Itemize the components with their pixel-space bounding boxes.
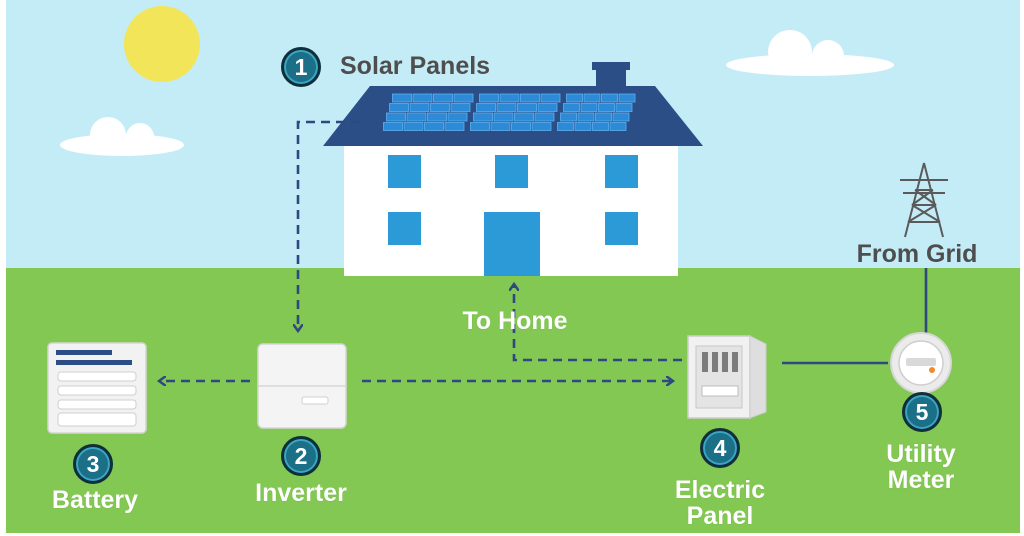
solar-cell: [383, 122, 403, 131]
to-home-label: To Home: [462, 307, 568, 335]
window: [388, 155, 421, 188]
solar-panel-icon: [383, 93, 636, 131]
solar-cell: [595, 112, 612, 122]
solar-cell: [560, 112, 577, 122]
battery-icon: [47, 342, 147, 434]
battery-label: Battery: [51, 486, 139, 514]
solar-cell: [514, 112, 534, 122]
window: [605, 155, 638, 188]
solar-cell: [447, 112, 468, 122]
solar-cell: [450, 103, 471, 112]
solar-cell: [412, 93, 433, 103]
solar-cell: [534, 112, 555, 122]
solar-cell: [531, 122, 552, 131]
transmission-tower-icon: [900, 162, 948, 238]
solar-panels-label: Solar Panels: [340, 52, 491, 80]
solar-cell: [612, 112, 630, 122]
cloud-icon: [60, 117, 184, 156]
step-3-badge: 3: [73, 444, 113, 484]
solar-cell: [618, 93, 636, 103]
solar-cell: [566, 93, 583, 103]
solar-cell: [406, 112, 427, 122]
solar-cell: [601, 93, 618, 103]
solar-cell: [389, 103, 409, 112]
cloud-icon: [726, 30, 894, 76]
solar-cell: [540, 93, 561, 103]
solar-cell: [424, 122, 444, 131]
solar-cell: [517, 103, 537, 112]
solar-cell: [453, 93, 474, 103]
solar-cell: [430, 103, 450, 112]
solar-cell: [577, 112, 595, 122]
solar-cell: [476, 103, 496, 112]
solar-cell: [592, 122, 609, 131]
window: [388, 212, 421, 245]
sun-icon: [124, 6, 200, 82]
utility-meter-label: Utility Meter: [886, 440, 956, 495]
solar-cell: [598, 103, 615, 112]
electric-panel-label: Electric Panel: [674, 476, 766, 531]
solar-cell: [557, 122, 574, 131]
step-5-badge: 5: [902, 392, 942, 432]
solar-cell: [615, 103, 633, 112]
solar-cell: [403, 122, 424, 131]
flow-panels-to-inverter: [298, 120, 360, 330]
solar-cell: [496, 103, 517, 112]
solar-cell: [444, 122, 465, 131]
solar-cell: [392, 93, 412, 103]
solar-cell: [563, 103, 580, 112]
solar-cell: [409, 103, 430, 112]
window: [605, 212, 638, 245]
solar-cell: [583, 93, 601, 103]
utility-meter-icon: [890, 332, 952, 394]
solar-cell: [433, 93, 453, 103]
step-1-badge: 1: [281, 47, 321, 87]
solar-cell: [520, 93, 540, 103]
front-door: [484, 212, 540, 276]
inverter-icon: [257, 343, 347, 429]
solar-cell: [490, 122, 511, 131]
solar-cell: [427, 112, 447, 122]
solar-cell: [473, 112, 493, 122]
solar-cell: [386, 112, 406, 122]
solar-cell: [574, 122, 592, 131]
flow-panel-to-home: [514, 285, 682, 362]
solar-cell: [511, 122, 531, 131]
solar-cell: [609, 122, 627, 131]
from-grid-label: From Grid: [856, 240, 978, 268]
step-4-badge: 4: [700, 428, 740, 468]
inverter-label: Inverter: [255, 479, 347, 507]
step-2-badge: 2: [281, 436, 321, 476]
window: [495, 155, 528, 188]
solar-cell: [470, 122, 490, 131]
solar-cell: [537, 103, 558, 112]
solar-cell: [493, 112, 514, 122]
electric-panel-icon: [687, 335, 767, 419]
solar-cell: [479, 93, 499, 103]
solar-cell: [499, 93, 520, 103]
solar-cell: [580, 103, 598, 112]
